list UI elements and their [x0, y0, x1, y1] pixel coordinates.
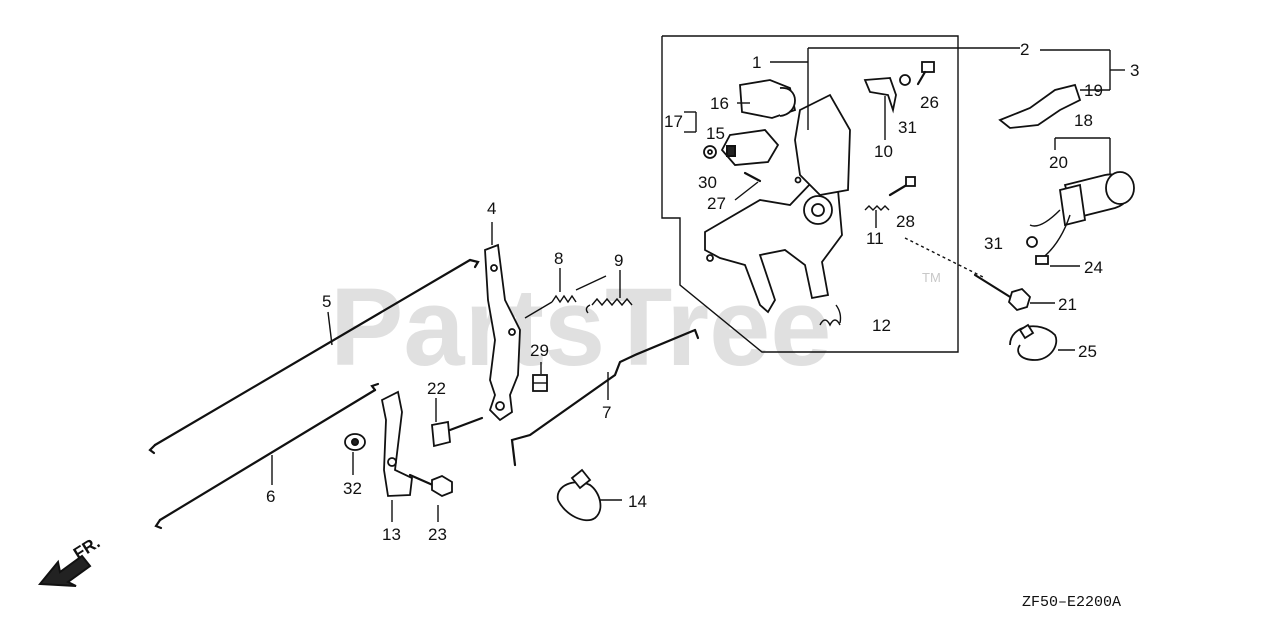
- lever-19: [998, 83, 1082, 129]
- rod-7: [510, 328, 700, 467]
- label-part-30: 30: [698, 173, 717, 192]
- label-part-2: 2: [1020, 40, 1029, 59]
- label-part-31b: 31: [984, 234, 1003, 253]
- bracket-13: [380, 390, 413, 497]
- governor-arm-4: [484, 243, 521, 422]
- label-part-6: 6: [266, 487, 275, 506]
- label-part-21: 21: [1058, 295, 1077, 314]
- front-direction-arrow: [37, 554, 92, 587]
- label-part-12: 12: [872, 316, 891, 335]
- label-part-10: 10: [874, 142, 893, 161]
- label-part-7: 7: [602, 403, 611, 422]
- bolt-21: [973, 273, 1032, 312]
- spring-9: [585, 297, 633, 314]
- label-part-32: 32: [343, 479, 362, 498]
- spring-12-hook: [835, 304, 842, 324]
- leader-27: [734, 181, 759, 201]
- nut-29: [532, 374, 548, 392]
- leader-21-dash: [904, 237, 986, 279]
- terminal-24: [1035, 255, 1049, 265]
- label-part-29: 29: [530, 341, 549, 360]
- label-part-24: 24: [1084, 258, 1103, 277]
- label-part-22: 22: [427, 379, 446, 398]
- washer-31b: [1026, 236, 1038, 248]
- nut-30-hole: [707, 149, 713, 155]
- label-part-25: 25: [1078, 342, 1097, 361]
- spring-8: [524, 275, 607, 319]
- label-part-15: 15: [706, 124, 725, 143]
- label-part-11: 11: [866, 229, 884, 248]
- label-part-26: 26: [920, 93, 939, 112]
- label-part-1: 1: [752, 53, 761, 72]
- front-direction-label: FR.: [70, 533, 103, 564]
- label-part-23: 23: [428, 525, 447, 544]
- bolt-23: [408, 473, 453, 498]
- clip-14: [556, 468, 602, 522]
- label-part-27: 27: [707, 194, 726, 213]
- watermark-tm: TM: [922, 270, 941, 285]
- rod-5: [148, 258, 480, 455]
- label-part-8: 8: [554, 249, 563, 268]
- watermark-text: PartsTree: [330, 266, 831, 389]
- switch-housing-16: [739, 79, 797, 119]
- screw-27: [743, 171, 762, 183]
- label-part-28: 28: [896, 212, 915, 231]
- bracket-10: [863, 77, 897, 114]
- diagram-code: ZF50–E2200A: [1022, 594, 1121, 611]
- switch-15: [720, 129, 780, 166]
- label-part-20: 20: [1049, 153, 1068, 172]
- label-part-17: 17: [664, 112, 683, 131]
- stop-switch-18: [1058, 171, 1135, 227]
- spring-12: [819, 319, 841, 327]
- spring-11: [864, 205, 890, 211]
- label-part-4: 4: [487, 199, 496, 218]
- wire-20a: [1029, 209, 1061, 227]
- label-part-14: 14: [628, 492, 647, 511]
- bolt-22: [431, 416, 484, 448]
- rod-6: [154, 382, 380, 530]
- washer-31: [899, 74, 911, 86]
- label-part-3: 3: [1130, 61, 1139, 80]
- assembly-frame: [661, 35, 959, 353]
- label-part-9: 9: [614, 251, 623, 270]
- bolt-26: [916, 61, 935, 86]
- label-part-5: 5: [322, 292, 331, 311]
- washer-32: [344, 433, 366, 451]
- bolt-28: [888, 176, 916, 197]
- label-part-18: 18: [1074, 111, 1093, 130]
- label-part-13: 13: [382, 525, 401, 544]
- clip-25: [1009, 323, 1058, 361]
- label-part-19: 19: [1084, 81, 1103, 100]
- label-part-31a: 31: [898, 118, 917, 137]
- label-part-16: 16: [710, 94, 729, 113]
- leader-5: [327, 311, 333, 346]
- control-base-plate: [704, 93, 851, 314]
